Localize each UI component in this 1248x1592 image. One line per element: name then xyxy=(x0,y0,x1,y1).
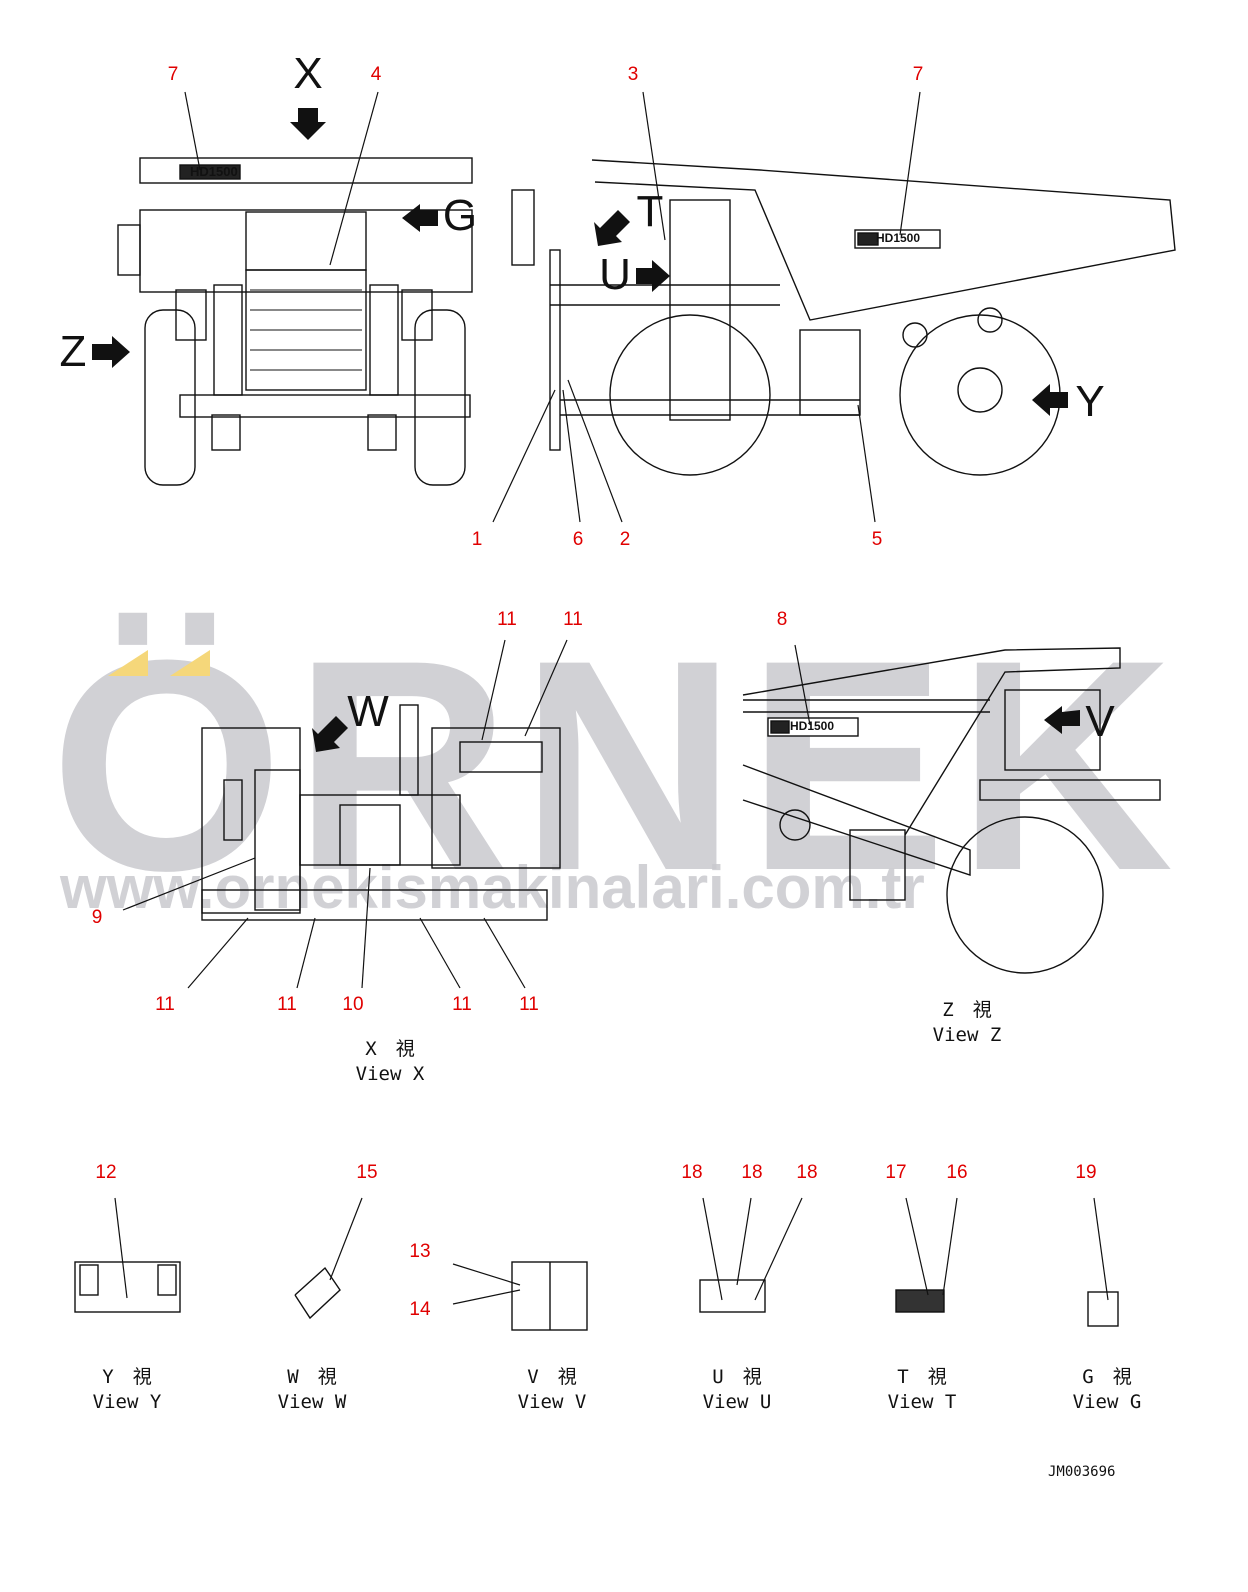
front-view-truck xyxy=(117,157,535,486)
callout-16: 16 xyxy=(946,1162,968,1183)
callout-15: 15 xyxy=(356,1162,378,1183)
view-x-en: View X xyxy=(355,1063,425,1085)
side-view-truck xyxy=(549,159,1176,476)
model-badge-view-z: HD1500 xyxy=(790,719,835,733)
view-z-caption: Z 視 View Z xyxy=(933,998,1002,1048)
model-badge-front: HD1500 xyxy=(190,164,238,179)
callout-12: 12 xyxy=(95,1162,117,1183)
callout-10: 10 xyxy=(342,994,364,1015)
view-x-caption: X 視 View X xyxy=(356,1037,425,1087)
view-v-caption: V 視 View V xyxy=(518,1365,587,1415)
callout-11: 11 xyxy=(452,994,472,1015)
direction-letter-x: X xyxy=(293,49,323,98)
view-z-jp: Z 視 xyxy=(942,999,992,1021)
callout-17: 17 xyxy=(885,1162,907,1183)
callout-11: 11 xyxy=(277,994,297,1015)
model-badge-side: HD1500 xyxy=(876,231,921,245)
view-w-jp: W 視 xyxy=(287,1366,337,1388)
view-g-caption: G 視 View G xyxy=(1073,1365,1142,1415)
view-v-jp: V 視 xyxy=(527,1366,577,1388)
callout-6: 6 xyxy=(572,529,584,550)
view-g-en: View G xyxy=(1072,1391,1142,1413)
callout-11: 11 xyxy=(497,609,517,630)
view-y-en: View Y xyxy=(92,1391,162,1413)
view-v-en: View V xyxy=(517,1391,587,1413)
direction-letter-v: V xyxy=(1085,697,1115,746)
view-g-jp: G 視 xyxy=(1082,1366,1132,1388)
callout-18: 18 xyxy=(681,1162,703,1183)
callout-1: 1 xyxy=(471,529,483,550)
direction-letter-t: T xyxy=(636,187,664,236)
view-w-en: View W xyxy=(277,1391,347,1413)
view-u-en: View U xyxy=(702,1391,772,1413)
direction-letter-w: W xyxy=(347,687,389,736)
view-t-jp: T 視 xyxy=(897,1366,947,1388)
direction-letter-z: Z xyxy=(59,327,87,376)
direction-letter-g: G xyxy=(442,191,478,240)
leader-lines xyxy=(114,91,1109,1305)
view-u-jp: U 視 xyxy=(712,1366,762,1388)
direction-letter-y: Y xyxy=(1075,377,1105,426)
callout-13: 13 xyxy=(409,1241,431,1262)
callout-2: 2 xyxy=(619,529,631,550)
drawing-code: JM003696 xyxy=(1048,1464,1116,1480)
view-x-jp: X 視 xyxy=(365,1038,415,1060)
view-u-caption: U 視 View U xyxy=(703,1365,772,1415)
view-z-drawing xyxy=(742,647,1161,974)
view-y-jp: Y 視 xyxy=(102,1366,152,1388)
view-y-caption: Y 視 View Y xyxy=(93,1365,162,1415)
view-w-caption: W 視 View W xyxy=(278,1365,347,1415)
view-t-caption: T 視 View T xyxy=(888,1365,957,1415)
callout-8: 8 xyxy=(776,609,788,630)
callout-19: 19 xyxy=(1075,1162,1097,1183)
callout-4: 4 xyxy=(370,64,382,85)
callout-7: 7 xyxy=(912,64,924,85)
view-z-en: View Z xyxy=(932,1024,1002,1046)
direction-letter-u: U xyxy=(599,250,631,299)
view-t-en: View T xyxy=(887,1391,957,1413)
callout-14: 14 xyxy=(409,1299,431,1320)
small-views xyxy=(74,1261,1119,1331)
callout-3: 3 xyxy=(627,64,639,85)
callout-18: 18 xyxy=(796,1162,818,1183)
direction-arrow-icons xyxy=(92,108,1080,752)
callout-18: 18 xyxy=(741,1162,763,1183)
callout-5: 5 xyxy=(871,529,883,550)
callout-9: 9 xyxy=(91,907,103,928)
callout-11: 11 xyxy=(563,609,583,630)
callout-11: 11 xyxy=(519,994,539,1015)
callout-7: 7 xyxy=(167,64,179,85)
watermark-brand: ÖRNEK xyxy=(50,597,1184,933)
view-x-drawing xyxy=(201,704,561,921)
callout-11: 11 xyxy=(155,994,175,1015)
